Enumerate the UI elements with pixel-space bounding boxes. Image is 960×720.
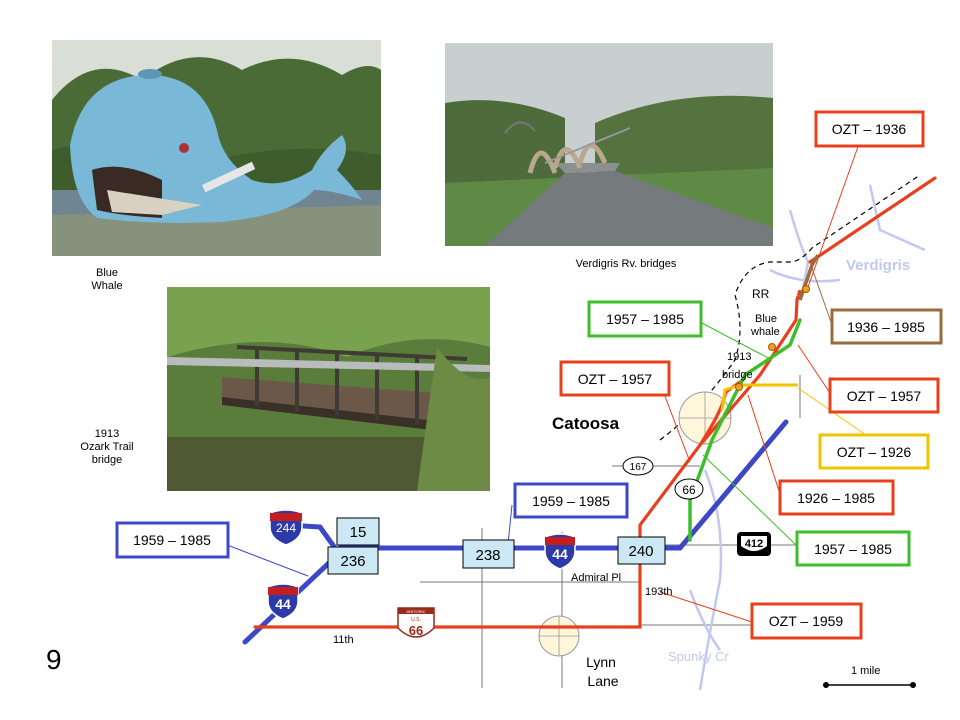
us-412-shield-icon: 412: [737, 532, 771, 556]
street-grid: [420, 375, 830, 688]
railroad-label: RR: [752, 287, 770, 301]
193rd-street-label: 193th: [645, 586, 673, 598]
11th-street-label: 11th: [333, 634, 354, 646]
svg-text:1936 – 1985: 1936 – 1985: [847, 319, 925, 335]
svg-text:236: 236: [340, 553, 365, 570]
blue-whale-map-label-2: whale: [750, 326, 780, 338]
svg-text:44: 44: [275, 596, 291, 612]
svg-text:44: 44: [552, 546, 568, 562]
svg-text:412: 412: [745, 538, 763, 550]
svg-text:U.S.: U.S.: [411, 617, 421, 623]
verdigris-bridges-caption: Verdigris Rv. bridges: [575, 258, 677, 270]
exit-238-box: 238: [462, 539, 515, 569]
label-ozt-1936: OZT – 1936: [814, 110, 925, 148]
i-44-shield-left-icon: 44: [267, 583, 299, 620]
verdigris-label: Verdigris: [846, 257, 910, 274]
exit-236-box: 236: [327, 546, 379, 575]
bridge-1913-map-label-1: 1913: [727, 351, 751, 363]
page-number: 9: [46, 644, 62, 675]
catoosa-label: Catoosa: [552, 414, 620, 433]
svg-text:167: 167: [630, 462, 647, 473]
label-ozt-1959: OZT – 1959: [750, 602, 863, 640]
svg-text:OZT – 1936: OZT – 1936: [832, 121, 907, 137]
exit-15-box: 15: [336, 517, 380, 546]
i-44-shield-mid-icon: 44: [544, 533, 576, 570]
blue-whale-caption: Blue Whale: [91, 267, 123, 292]
svg-text:OZT – 1957: OZT – 1957: [847, 388, 922, 404]
exit-240-box: 240: [617, 536, 666, 565]
svg-text:15: 15: [350, 524, 367, 541]
svg-text:OZT – 1926: OZT – 1926: [837, 444, 912, 460]
route-66-route: [688, 318, 802, 542]
blue-whale-map-label-1: Blue: [755, 313, 777, 325]
lynn-label: Lynn: [586, 654, 616, 670]
ozt-1926-route: [720, 383, 798, 411]
label-1957-1985-top: 1957 – 1985: [587, 300, 703, 338]
label-1959-1985-mid: 1959 – 1985: [513, 482, 629, 519]
svg-text:66: 66: [682, 483, 696, 497]
label-ozt-1957-right: OZT – 1957: [828, 377, 940, 414]
spunky-creek-label: Spunky Cr: [668, 649, 729, 664]
svg-text:1926 – 1985: 1926 – 1985: [797, 490, 875, 506]
scale-label: 1 mile: [851, 665, 880, 677]
svg-text:1959 – 1985: 1959 – 1985: [133, 532, 211, 548]
svg-text:OZT – 1959: OZT – 1959: [769, 613, 844, 629]
svg-text:1957 – 1985: 1957 – 1985: [606, 311, 684, 327]
scale-bar: 1 mile: [823, 665, 916, 688]
label-ozt-1957-left: OZT – 1957: [559, 360, 671, 397]
ozark-trail-bridge-photo: [167, 287, 490, 491]
svg-text:66: 66: [409, 623, 423, 638]
label-1957-1985-bottom: 1957 – 1985: [795, 530, 911, 567]
verdigris-bridge-marker: [802, 285, 810, 293]
svg-text:244: 244: [276, 521, 296, 535]
svg-text:1957 – 1985: 1957 – 1985: [814, 541, 892, 557]
ozark-trail-bridge-caption: 1913 Ozark Trail bridge: [80, 428, 134, 466]
svg-text:238: 238: [475, 547, 500, 564]
historic-route-66-shield-icon: HISTORIC U.S. 66: [397, 607, 435, 638]
lane-label: Lane: [587, 673, 618, 689]
svg-text:OZT – 1957: OZT – 1957: [578, 371, 653, 387]
label-ozt-1926: OZT – 1926: [818, 433, 930, 470]
blue-whale-marker: [768, 343, 776, 351]
sh-167-shield-icon: 167: [622, 456, 654, 476]
label-1936-1985: 1936 – 1985: [830, 308, 943, 345]
bridge-1913-marker: [735, 383, 743, 391]
route-66-small-shield-icon: 66: [674, 478, 704, 500]
svg-text:240: 240: [628, 543, 653, 560]
svg-text:1959 – 1985: 1959 – 1985: [532, 493, 610, 509]
verdigris-bridges-photo: [445, 43, 773, 246]
admiral-place-label: Admiral Pl: [571, 572, 621, 584]
label-1926-1985: 1926 – 1985: [778, 479, 895, 516]
i-244-shield-icon: 244: [269, 509, 303, 546]
bridge-1913-map-label-2: bridge: [722, 369, 753, 381]
label-1959-1985-left: 1959 – 1985: [115, 521, 230, 559]
blue-whale-photo: [52, 40, 381, 256]
svg-text:HISTORIC: HISTORIC: [406, 609, 425, 614]
